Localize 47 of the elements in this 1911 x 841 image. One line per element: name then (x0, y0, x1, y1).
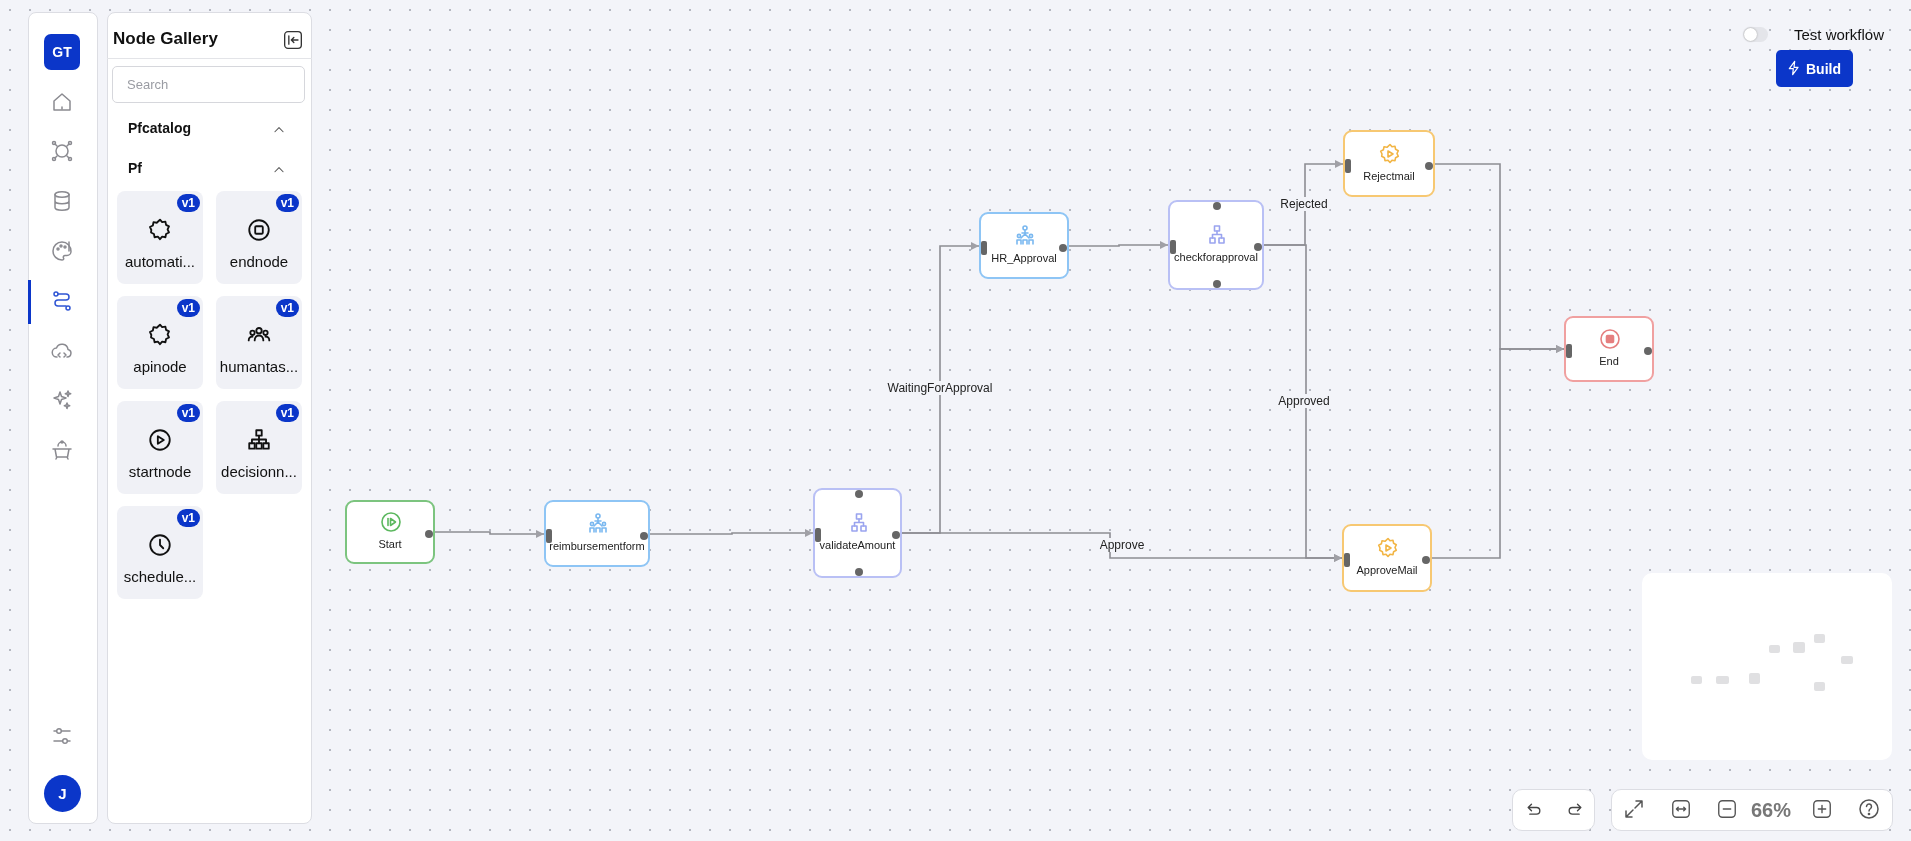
node-title: validateAmount (818, 539, 897, 551)
start-node (345, 500, 435, 564)
toggle-label: Test workflow (1794, 26, 1885, 43)
node-title: End (1598, 355, 1620, 367)
version-badge: v1 (176, 509, 200, 527)
connector-arrow (1263, 244, 1343, 562)
node-title: HR_Approval (990, 252, 1058, 264)
node-name: humantas... (218, 358, 300, 375)
decision-node (1168, 200, 1264, 290)
avatar-button: GT (44, 34, 80, 70)
action-node (1342, 524, 1432, 592)
edge-label: Rejected (1278, 197, 1330, 211)
node-name: automati... (123, 253, 196, 270)
node-title: ApproveMail (1355, 564, 1419, 576)
edge-label: Approved (1276, 394, 1332, 408)
edge-label: WaitingForApproval (885, 381, 995, 395)
node-title: Rejectmail (1362, 170, 1416, 182)
version-badge: v1 (176, 194, 200, 212)
end-node (1564, 316, 1654, 382)
version-badge: v1 (275, 404, 299, 422)
connector-arrow (434, 530, 545, 538)
connector-arrow (649, 529, 814, 537)
node-title: Start (377, 538, 403, 550)
version-badge: v1 (275, 299, 299, 317)
node-name: endnode (228, 253, 290, 270)
node-title: reimbursementform (548, 540, 646, 552)
edge-label: Approve (1097, 538, 1147, 552)
node-name: startnode (127, 463, 193, 480)
panel-title: Node Gallery (113, 29, 218, 49)
node-name: apinode (132, 358, 188, 375)
node-name: decisionn... (220, 463, 298, 480)
zoom-level: 66% (1751, 799, 1792, 822)
node-name: schedule... (122, 568, 198, 585)
node-title: checkforapproval (1173, 251, 1259, 263)
version-badge: v1 (176, 299, 200, 317)
connector-arrow (1068, 241, 1169, 249)
task-node (544, 500, 650, 567)
task-node (979, 212, 1069, 279)
search-field: Search (112, 66, 305, 103)
action-node (1343, 130, 1435, 197)
connector-arrow (1431, 345, 1565, 559)
version-badge: v1 (275, 194, 299, 212)
section-heading: Pf (128, 160, 142, 176)
build-button: Build (1776, 50, 1853, 87)
version-badge: v1 (176, 404, 200, 422)
section-heading: Pfcatalog (128, 120, 191, 136)
decision-node (813, 488, 902, 578)
